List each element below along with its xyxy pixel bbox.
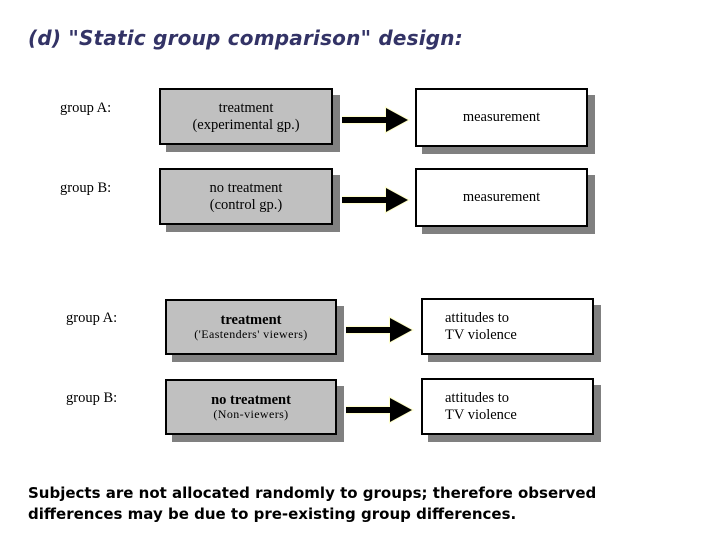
- caption-line-2: differences may be due to pre-existing g…: [28, 504, 517, 523]
- treatment-box-row1: treatment (experimental gp.): [159, 88, 333, 145]
- group-label-row3: group A:: [66, 310, 118, 326]
- group-label-row1: group A:: [60, 100, 112, 116]
- outcome-box-row1: measurement: [415, 88, 588, 147]
- treatment-box-row4: no treatment (Non-viewers): [165, 379, 337, 435]
- page-title: (d) "Static group comparison" design:: [28, 26, 463, 50]
- treatment-line2-row1: (experimental gp.): [192, 116, 300, 133]
- outcome-line2-row4: TV violence: [445, 406, 517, 423]
- outcome-line2-row3: TV violence: [445, 326, 517, 343]
- treatment-line1-row3: treatment: [220, 312, 282, 329]
- treatment-line1-row1: treatment: [218, 100, 274, 117]
- outcome-line1-row3: attitudes to: [445, 310, 510, 327]
- group-label-row2: group B:: [60, 180, 112, 196]
- treatment-line2-row2: (control gp.): [209, 196, 283, 213]
- slide-caption: Subjects are not allocated randomly to g…: [28, 483, 628, 524]
- arrow-right-row4: [346, 396, 415, 424]
- outcome-box-row4: attitudes to TV violence: [421, 378, 594, 435]
- outcome-line1-row1: measurement: [462, 109, 541, 126]
- caption-line-1: Subjects are not allocated randomly to g…: [28, 484, 597, 502]
- treatment-box-row2: no treatment (control gp.): [159, 168, 333, 225]
- arrow-right-row3: [346, 316, 415, 344]
- outcome-box-row3: attitudes to TV violence: [421, 298, 594, 355]
- outcome-box-row2: measurement: [415, 168, 588, 227]
- treatment-line1-row2: no treatment: [209, 180, 283, 197]
- arrow-right-row1: [342, 106, 411, 134]
- treatment-box-row3: treatment ('Eastenders' viewers): [165, 299, 337, 355]
- outcome-line1-row4: attitudes to: [445, 390, 510, 407]
- arrow-right-row2: [342, 186, 411, 214]
- treatment-line2-row4: (Non-viewers): [213, 407, 289, 422]
- treatment-line2-row3: ('Eastenders' viewers): [194, 327, 308, 342]
- group-label-row4: group B:: [66, 390, 118, 406]
- treatment-line1-row4: no treatment: [211, 392, 291, 409]
- outcome-line1-row2: measurement: [462, 189, 541, 206]
